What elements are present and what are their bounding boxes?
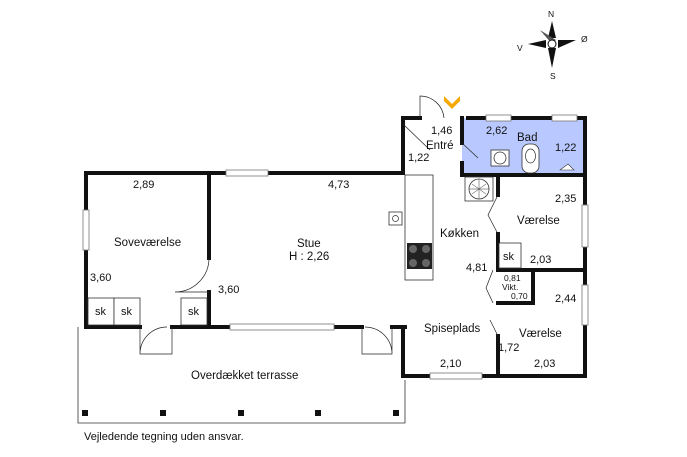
room-label-sovevaerelse: Soveværelse	[114, 237, 181, 249]
compass-west-label: V	[517, 43, 523, 53]
dim-entre-w: 1,46	[431, 125, 452, 137]
room-label-vaerelse-2: Værelse	[519, 328, 562, 340]
dim-kokken-len: 4,81	[466, 262, 487, 274]
disclaimer-caption: Vejledende tegning uden ansvar.	[84, 431, 244, 443]
dim-vaer1-w: 2,35	[555, 193, 576, 205]
dim-stue-w: 4,73	[328, 179, 349, 191]
bathroom-fixtures	[490, 143, 575, 174]
dim-sove-h: 3,60	[90, 272, 111, 284]
dim-spise-w: 2,10	[440, 358, 461, 370]
dim-vikt-h: 0,70	[511, 291, 528, 301]
room-label-bad: Bad	[517, 132, 537, 144]
windows	[82, 114, 589, 380]
compass-south-label: S	[550, 71, 556, 81]
dim-bad-h: 1,22	[555, 142, 576, 154]
dim-vaer2-h: 2,03	[534, 358, 555, 370]
closet-label-3: sk	[188, 306, 200, 318]
closets	[87, 242, 522, 326]
room-label-kokken: Køkken	[440, 228, 479, 240]
room-height-stue: H : 2,26	[289, 251, 329, 263]
closet-label-1: sk	[95, 306, 107, 318]
walls	[84, 116, 587, 378]
closet-label-vikt: Vikt.	[502, 282, 518, 292]
dim-stue-h: 3,60	[218, 284, 239, 296]
dim-vikt-w: 0,81	[504, 273, 521, 283]
entrance-chevron-icon	[444, 96, 460, 109]
room-label-spiseplads: Spiseplads	[424, 323, 481, 335]
doors	[139, 95, 499, 355]
compass-east-label: Ø	[581, 34, 588, 44]
dim-entre-h: 1,22	[408, 152, 429, 164]
terrace-outline	[77, 327, 406, 424]
room-label-stue: Stue	[297, 238, 321, 250]
dim-sove-w: 2,89	[133, 179, 154, 191]
compass-north-label: N	[548, 9, 554, 19]
room-label-entre: Entré	[426, 140, 454, 152]
dim-bad-w: 2,62	[486, 125, 507, 137]
dim-vaer2-w: 2,44	[555, 293, 576, 305]
dim-spise-h: 1,72	[498, 342, 519, 354]
compass-rose-icon	[528, 21, 576, 68]
dim-vaer1-h: 2,03	[530, 254, 551, 266]
kitchen-fixtures	[388, 174, 494, 281]
closet-label-2: sk	[121, 306, 133, 318]
closet-label-4: sk	[503, 251, 515, 263]
room-label-terrasse: Overdækket terrasse	[191, 370, 298, 382]
room-label-vaerelse-1: Værelse	[517, 215, 560, 227]
